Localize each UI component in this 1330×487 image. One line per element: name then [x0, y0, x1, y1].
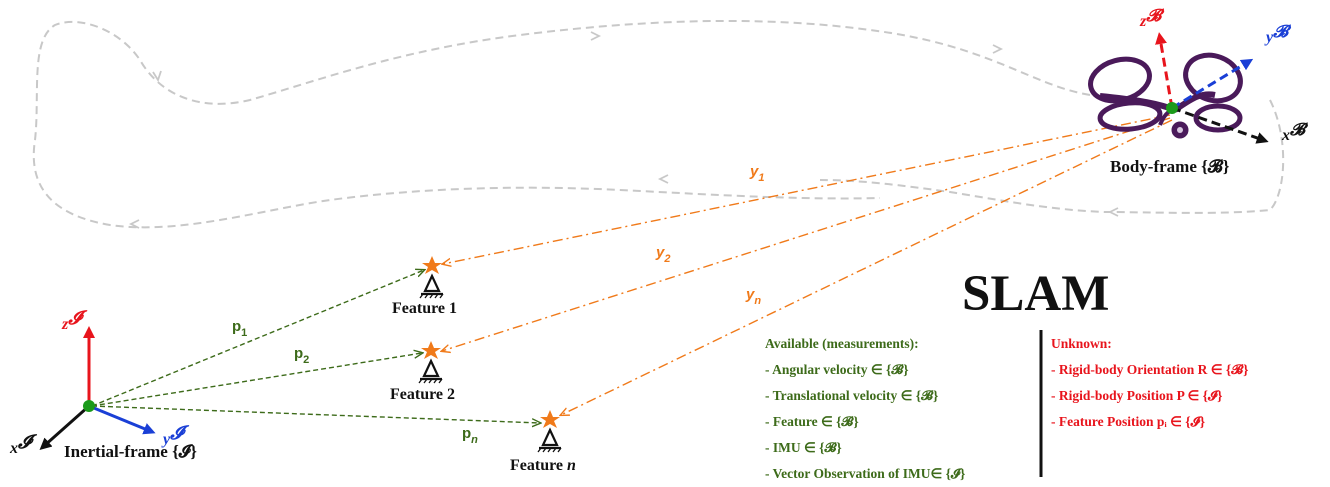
- measurement-vectors: [442, 114, 1173, 415]
- available-item-angular-velocity: - Angular velocity ∈ {𝓑}: [765, 362, 909, 377]
- available-item-translational-velocity: - Translational velocity ∈ {𝓑}: [765, 388, 939, 403]
- body-x-axis: [1171, 106, 1269, 144]
- inertial-y-frame-symbol: 𝓘: [170, 423, 183, 444]
- y1-symbol: y: [750, 163, 759, 180]
- inertial-frame-axes: [39, 326, 156, 450]
- inertial-y-label: y𝓘: [163, 423, 183, 449]
- yn-symbol: y: [746, 286, 755, 303]
- feature-n-marker: [537, 410, 562, 453]
- unknown-item-orientation: - Rigid-body Orientation R ∈ {𝓑}: [1051, 362, 1249, 377]
- star-icon: [421, 341, 441, 359]
- feature-2-marker: [418, 341, 443, 384]
- measurement-vector-1: [443, 114, 1171, 264]
- unknown-item-position: - Rigid-body Position P ∈ {𝓘}: [1051, 388, 1223, 403]
- p2-sub: 2: [303, 354, 310, 366]
- position-vector-1: [91, 270, 424, 407]
- position-vectors: [91, 270, 540, 423]
- inertial-z-label: z𝓘: [62, 308, 81, 334]
- p1-symbol: p: [232, 318, 242, 335]
- ground-anchor-icon: [418, 358, 443, 384]
- body-frame-label: Body-frame {𝓑}: [1110, 157, 1230, 176]
- feature-n-label-index: n: [567, 457, 576, 474]
- body-x-label: x𝓑: [1282, 120, 1305, 145]
- body-x-frame-symbol: 𝓑: [1290, 120, 1305, 139]
- body-z-letter: z: [1140, 13, 1147, 30]
- trajectory-path: [32, 19, 1285, 229]
- body-x-letter: x: [1282, 127, 1290, 144]
- star-icon: [540, 410, 560, 428]
- position-vector-2-label: p2: [294, 345, 309, 366]
- inertial-x-frame-symbol: 𝓘: [18, 432, 31, 453]
- measurement-vector-1-label: y1: [750, 163, 764, 184]
- position-vector-n-label: pn: [462, 425, 478, 446]
- position-vector-2: [91, 353, 422, 407]
- trajectory-arrows: [128, 31, 1119, 229]
- unknown-heading: Unknown:: [1051, 336, 1112, 351]
- feature-1-label: Feature 1: [392, 300, 458, 317]
- unknown-list: Unknown: - Rigid-body Orientation R ∈ {𝓑…: [1051, 331, 1248, 435]
- available-list: Available (measurements): - Angular velo…: [765, 331, 965, 487]
- unknown-item-feature-position: - Feature Position pᵢ ∈ {𝓘}: [1051, 414, 1206, 429]
- p2-symbol: p: [294, 345, 304, 362]
- position-vector-1-label: p1: [232, 318, 247, 339]
- measurement-vector-2: [442, 117, 1171, 351]
- p1-sub: 1: [241, 327, 248, 339]
- available-item-feature: - Feature ∈ {𝓑}: [765, 414, 859, 429]
- y2-symbol: y: [656, 244, 665, 261]
- position-vector-n: [91, 405, 540, 423]
- available-item-vector-observation: - Vector Observation of IMU∈ {𝓘}: [765, 466, 966, 481]
- ground-anchor-icon: [419, 273, 444, 299]
- inertial-x-axis: [39, 404, 90, 450]
- feature-1-marker: [419, 256, 444, 299]
- pn-sub: n: [471, 434, 478, 446]
- inertial-frame-label: Inertial-frame {𝓘}: [64, 442, 197, 461]
- feature-2-label: Feature 2: [390, 386, 456, 403]
- inertial-z-frame-symbol: 𝓘: [68, 308, 82, 329]
- available-item-imu: - IMU ∈ {𝓑}: [765, 440, 842, 455]
- inertial-y-letter: y: [163, 431, 171, 448]
- slam-title: SLAM: [962, 266, 1110, 322]
- body-z-label: z𝓑: [1140, 6, 1161, 31]
- drone-icon: [1088, 52, 1243, 139]
- y2-sub: 2: [664, 253, 671, 265]
- inertial-origin: [83, 400, 95, 412]
- ground-anchor-icon: [537, 427, 562, 453]
- measurement-vector-n-label: yn: [746, 286, 761, 307]
- y1-sub: 1: [758, 172, 765, 184]
- body-frame-axes: [1155, 32, 1269, 144]
- body-y-axis: [1171, 58, 1254, 110]
- inertial-x-label: x𝓘: [10, 432, 31, 458]
- star-icon: [422, 256, 442, 274]
- pn-symbol: p: [462, 425, 472, 442]
- measurement-vector-n: [561, 119, 1173, 415]
- body-z-axis: [1155, 32, 1174, 109]
- body-z-frame-symbol: 𝓑: [1146, 6, 1162, 25]
- feature-n-label-text: Feature: [510, 457, 568, 474]
- inertial-y-axis: [88, 404, 156, 435]
- available-heading: Available (measurements):: [765, 336, 919, 351]
- body-y-frame-symbol: 𝓑: [1273, 22, 1289, 41]
- feature-n-label: Feature n: [510, 457, 576, 475]
- body-y-letter: y: [1266, 29, 1274, 46]
- yn-sub: n: [754, 295, 762, 307]
- inertial-x-letter: x: [10, 440, 18, 457]
- body-origin: [1166, 102, 1178, 114]
- body-y-label: y𝓑: [1266, 22, 1288, 47]
- measurement-vector-2-label: y2: [656, 244, 670, 265]
- inertial-z-letter: z: [62, 316, 69, 333]
